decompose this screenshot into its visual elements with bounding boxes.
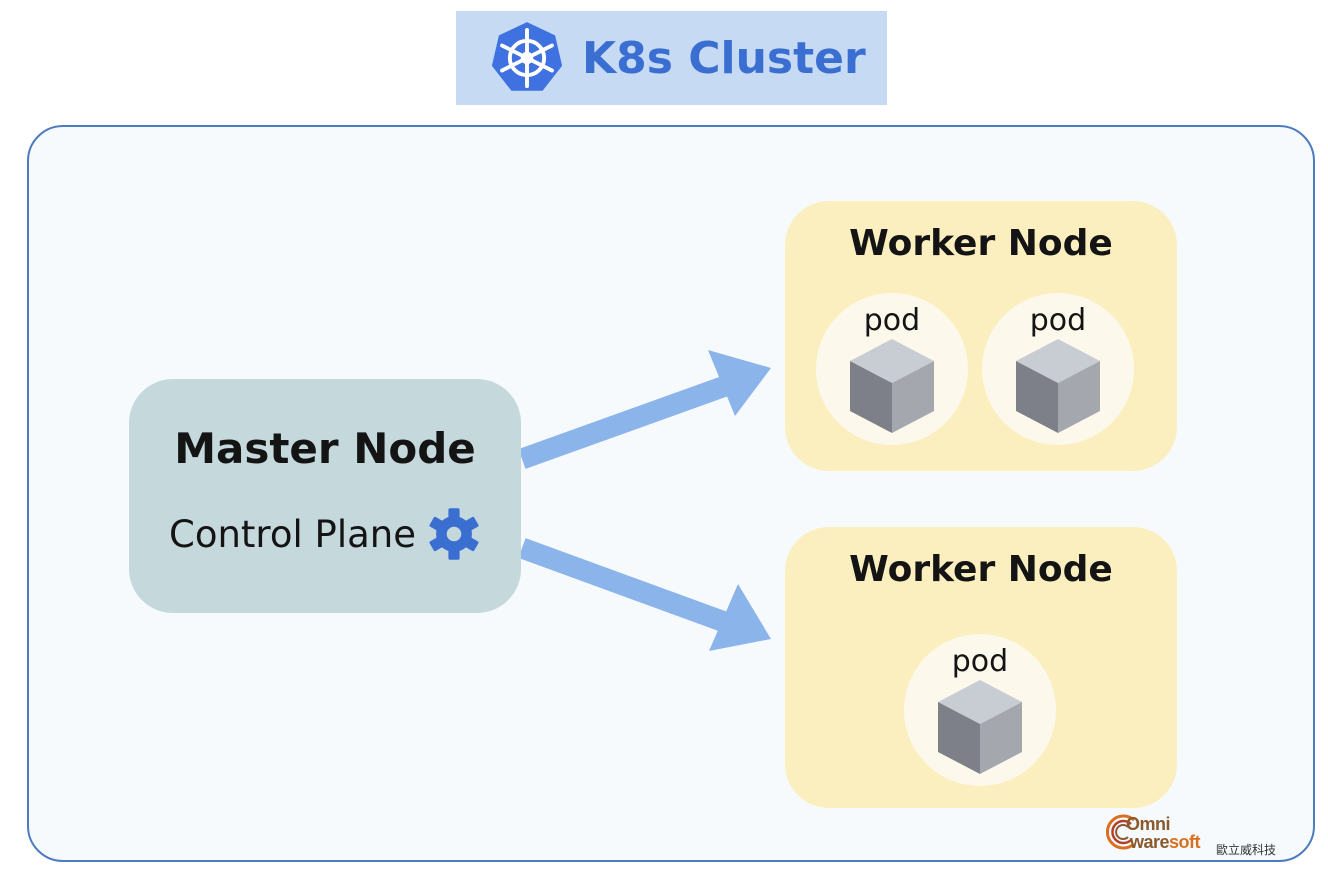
pod-label: pod [1029,303,1087,338]
omniwaresoft-logo: Omni waresoft 歐立威科技 [1104,812,1294,862]
logo-text-ware: ware [1130,832,1170,852]
worker-node-1: Worker Node pod pod [785,201,1177,471]
logo-text-waresoft: waresoft [1130,832,1201,853]
cube-icon [938,680,1022,774]
pod: pod [982,293,1134,445]
pod: pod [816,293,968,445]
pod-label: pod [863,303,921,338]
control-plane-row: Control Plane [169,506,482,562]
worker-node-title: Worker Node [849,549,1113,590]
master-node-title: Master Node [174,424,476,473]
pod: pod [904,634,1056,786]
swirl-logo-icon [1105,814,1135,850]
worker-node-2: Worker Node pod [785,527,1177,808]
logo-text-soft: soft [1169,832,1201,852]
logo-text-cjk: 歐立威科技 [1216,843,1277,857]
logo-text-omni: Omni [1126,814,1171,834]
title-banner: K8s Cluster [456,11,887,105]
kubernetes-logo-icon [491,22,563,91]
page-title: K8s Cluster [582,32,866,84]
cube-icon [850,339,934,433]
worker-node-title: Worker Node [849,223,1113,264]
cube-icon [1016,339,1100,433]
master-node: Master Node Control Plane [129,379,521,613]
pod-label: pod [951,644,1009,679]
gear-icon [429,508,479,560]
control-plane-label: Control Plane [169,512,416,556]
